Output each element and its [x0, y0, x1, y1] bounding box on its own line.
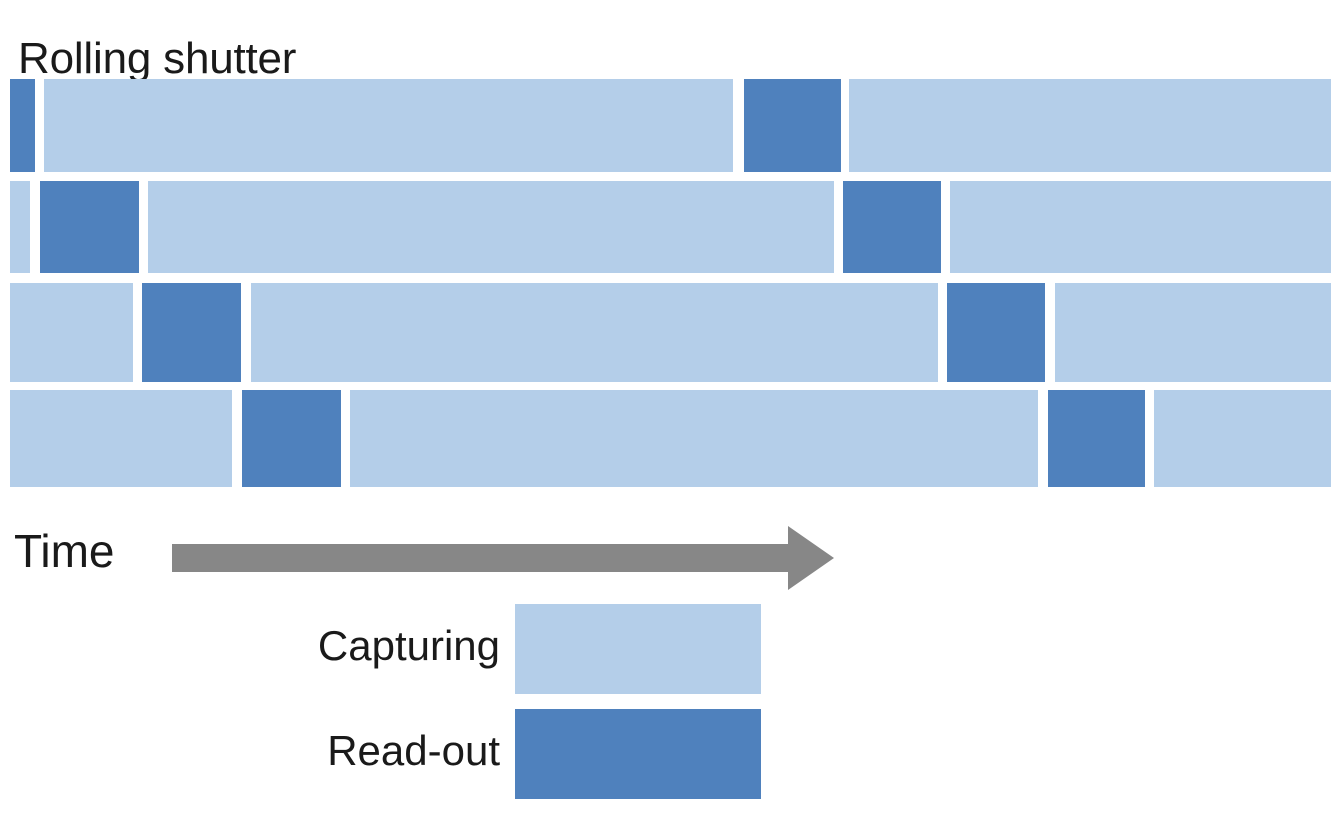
segment-capturing-r3-5: [1055, 283, 1331, 382]
time-axis-label: Time: [14, 525, 115, 577]
segment-capturing-r3-1: [10, 283, 133, 382]
segment-readout-r4-2: [242, 390, 341, 487]
segment-readout-r2-4: [843, 181, 941, 273]
segment-readout-r1-1: [10, 79, 35, 172]
segment-capturing-r4-1: [10, 390, 232, 487]
right-arrow-icon: [172, 526, 834, 590]
segment-readout-r3-2: [142, 283, 241, 382]
segment-readout-r4-4: [1048, 390, 1145, 487]
scanline-row-4: [0, 390, 1343, 487]
segment-capturing-r2-5: [950, 181, 1331, 273]
segment-capturing-r1-2: [44, 79, 733, 172]
legend-item-readout: Read-out: [0, 705, 1343, 799]
segment-capturing-r4-5: [1154, 390, 1331, 487]
segment-readout-r3-4: [947, 283, 1045, 382]
scanline-row-2: [0, 181, 1343, 273]
legend-swatch-readout: [515, 709, 761, 799]
segment-readout-r1-3: [744, 79, 841, 172]
time-axis: Time: [0, 510, 1343, 600]
segment-capturing-r2-1: [10, 181, 30, 273]
segment-readout-r2-2: [40, 181, 139, 273]
segment-capturing-r3-3: [251, 283, 938, 382]
scanline-row-3: [0, 283, 1343, 382]
segment-capturing-r4-3: [350, 390, 1038, 487]
legend-label-capturing: Capturing: [317, 622, 500, 669]
page-title: Rolling shutter: [18, 34, 297, 84]
legend-swatch-capturing: [515, 604, 761, 694]
scanline-row-1: [0, 79, 1343, 172]
segment-capturing-r1-4: [849, 79, 1331, 172]
segment-capturing-r2-3: [148, 181, 834, 273]
legend-item-capturing: Capturing: [0, 600, 1343, 694]
legend-label-readout: Read-out: [327, 727, 500, 774]
